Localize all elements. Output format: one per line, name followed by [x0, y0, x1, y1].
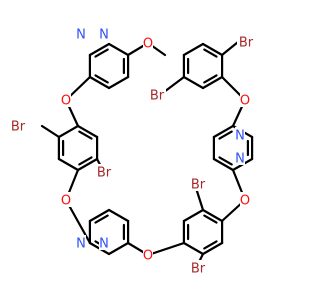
benzene-ring-top-right-double-bond — [203, 74, 218, 84]
nitrogen-label: N — [99, 237, 109, 252]
pyridazine-ring-top-bond — [88, 42, 111, 57]
pyridazine-ring-top-bond — [107, 75, 130, 90]
oxygen-label: O — [61, 194, 71, 209]
pyridazine-ring-top-bond — [107, 42, 130, 57]
pyridazine-ring-top-double-bond — [94, 48, 109, 58]
nitrogen-label: N — [99, 28, 109, 43]
pyridazine-ring-right-bond — [212, 124, 235, 139]
oxygen-label-bg — [240, 192, 250, 207]
benzene-ring-bottom-right-bond — [201, 208, 224, 223]
bromine-label: Br — [150, 89, 165, 104]
benzene-ring-bottom-right-bond — [182, 208, 205, 223]
benzene-ring-top-right-bond — [182, 42, 205, 57]
nitrogen-label-bg — [76, 235, 86, 250]
pyridazine-ring-right-double-bond — [218, 130, 233, 140]
nitrogen-label-bg — [235, 150, 245, 165]
nitrogen-label-bg — [76, 26, 86, 41]
benzene-ring-bottom-right-double-bond — [203, 240, 218, 250]
bromine-label-bg — [189, 176, 207, 191]
oxygen-label-bg — [143, 247, 153, 262]
nitrogen-label: N — [235, 152, 245, 167]
nitrogen-label: N — [76, 237, 86, 252]
oxygen-label-bg — [240, 92, 250, 107]
linker-bond — [40, 124, 61, 139]
linker-bond — [220, 40, 240, 57]
nitrogen-label: N — [76, 28, 86, 43]
bromine-label: Br — [191, 178, 206, 193]
benzene-ring-top-right-bond — [201, 75, 224, 90]
bromine-label-bg — [148, 87, 166, 102]
nitrogen-label: N — [235, 129, 245, 144]
bromine-label-bg — [189, 260, 207, 275]
oxygen-label: O — [240, 194, 250, 209]
benzene-ring-top-right-bond — [182, 75, 205, 90]
benzene-ring-left-double-bond — [78, 156, 93, 166]
oxygen-label-bg — [143, 35, 153, 50]
oxygen-label-bg — [61, 192, 71, 207]
oxygen-label: O — [143, 249, 153, 264]
benzene-ring-bottom-right-double-bond — [203, 214, 218, 224]
bromine-label-bg — [9, 118, 27, 133]
bromine-label: Br — [11, 120, 26, 135]
pyridazine-ring-top-bond — [88, 75, 111, 90]
pyridazine-ring-bottom-bond — [88, 208, 111, 223]
benzene-ring-left-double-bond — [78, 130, 93, 140]
linker-bond — [194, 186, 205, 212]
oxygen-label: O — [240, 94, 250, 109]
oxygen-label: O — [143, 37, 153, 52]
benzene-ring-left-bond — [76, 124, 99, 139]
benzene-ring-left-bond — [57, 157, 80, 172]
bond-lines — [40, 40, 254, 270]
linker-bond — [146, 241, 186, 257]
bromine-label-bg — [95, 164, 113, 179]
oxygen-label: O — [61, 94, 71, 109]
bromine-label: Br — [191, 262, 206, 277]
benzene-ring-top-right-double-bond — [203, 48, 218, 58]
benzene-ring-bottom-right-bond — [201, 241, 224, 256]
benzene-ring-left-bond — [76, 157, 99, 172]
oxygen-label-bg — [61, 92, 71, 107]
pyridazine-ring-top-double-bond — [94, 74, 109, 84]
pyridazine-ring-bottom-bond — [107, 208, 130, 223]
bromine-label: Br — [97, 166, 112, 181]
pyridazine-ring-bottom-double-bond — [94, 214, 109, 224]
benzene-ring-left-bond — [57, 124, 80, 139]
pyridazine-ring-right-bond — [212, 157, 235, 172]
bromine-label-bg — [237, 34, 255, 49]
nitrogen-label-bg — [235, 127, 245, 142]
pyridazine-ring-right-double-bond — [218, 156, 233, 166]
nitrogen-label-bg — [99, 235, 109, 250]
pyridazine-ring-bottom-bond — [107, 241, 130, 256]
benzene-ring-bottom-right-bond — [182, 241, 205, 256]
nitrogen-label-bg — [99, 26, 109, 41]
bromine-label: Br — [239, 36, 254, 51]
benzene-ring-top-right-bond — [201, 42, 224, 57]
